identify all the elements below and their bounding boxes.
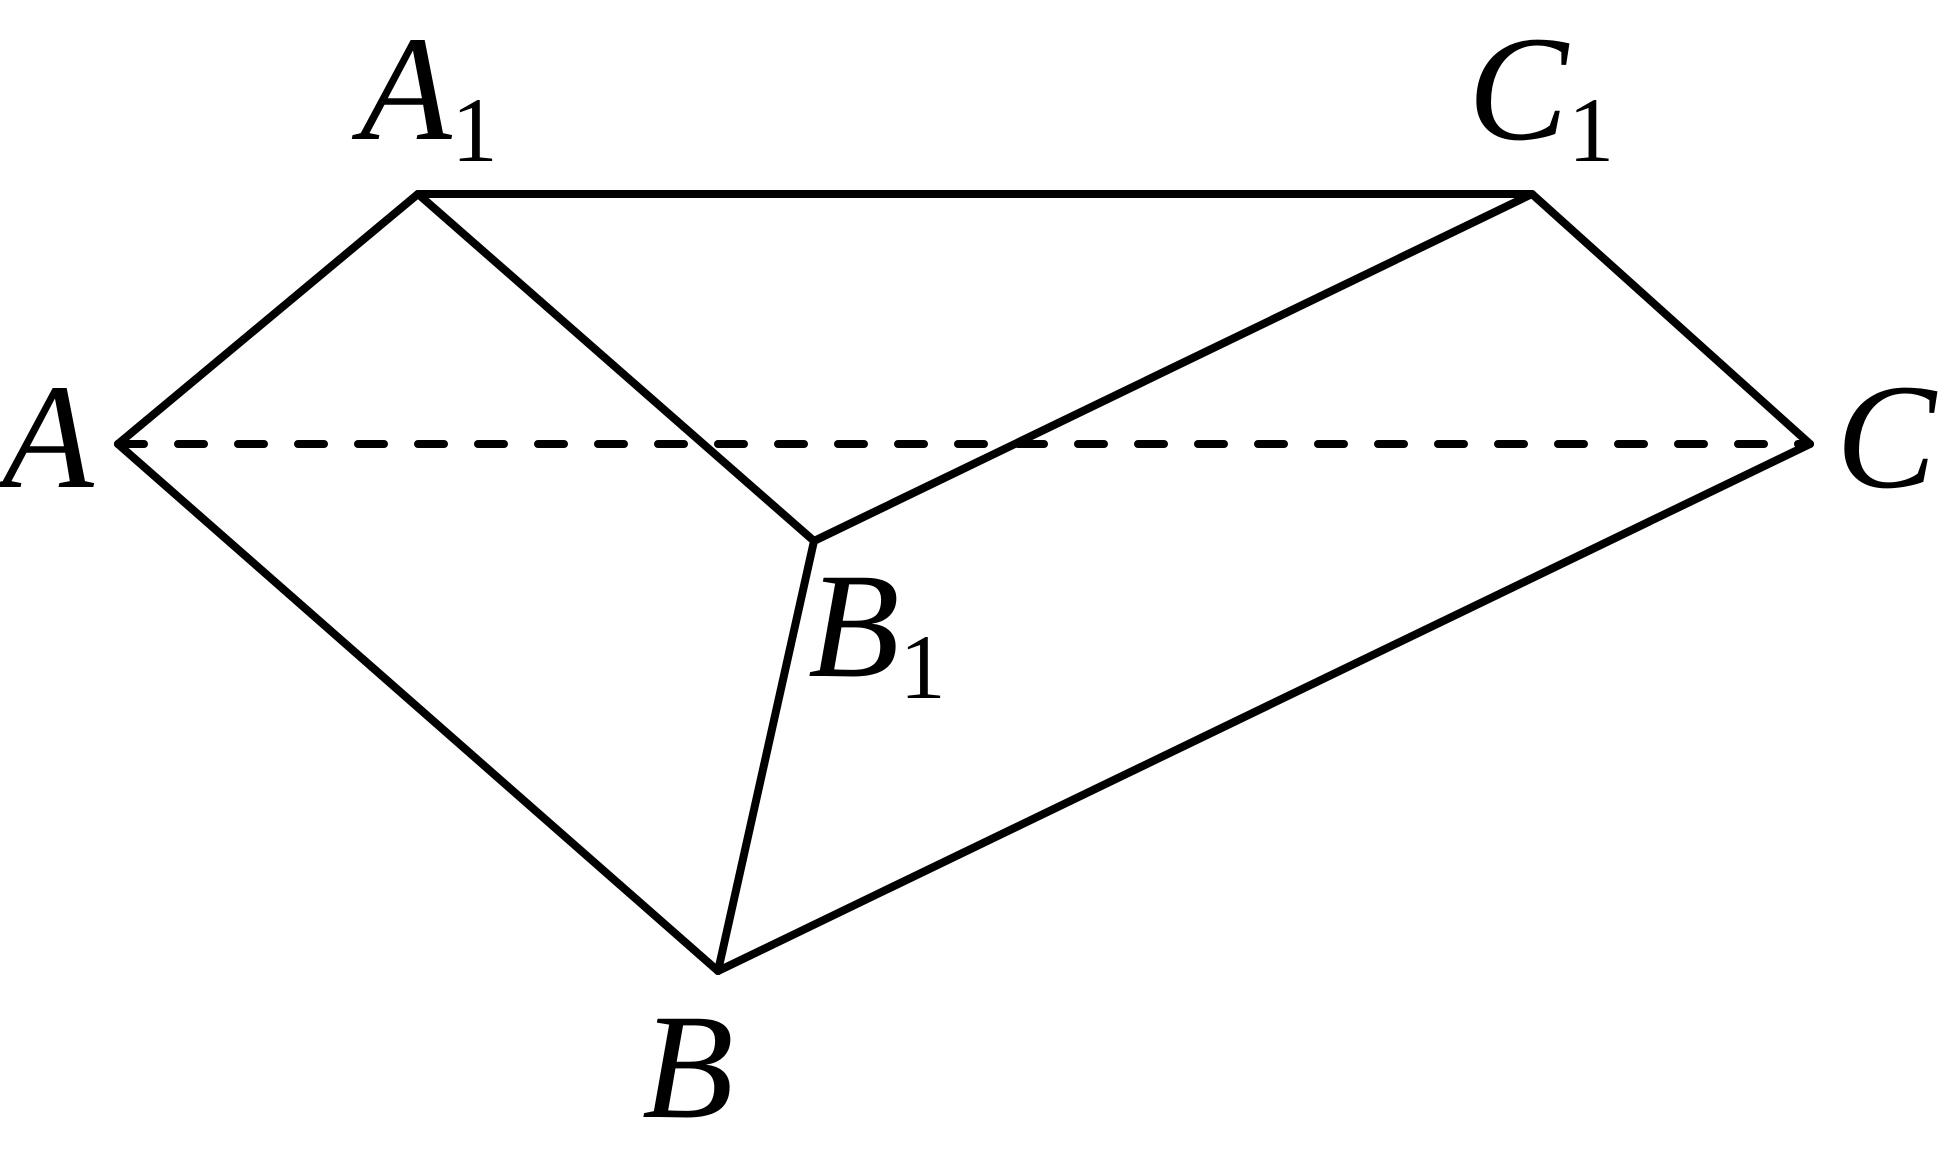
label-B1: B1 (808, 543, 946, 718)
edge-C1-C (1528, 190, 1814, 448)
label-A: A (0, 354, 95, 520)
edge-A-A1 (114, 190, 422, 448)
edge-B1-C1 (810, 190, 1536, 545)
label-A1: A1 (351, 6, 498, 181)
edge-A-B (114, 440, 722, 975)
edge-B-C (714, 440, 1814, 975)
label-C1: C1 (1468, 6, 1614, 181)
edge-B-B1 (714, 537, 818, 975)
edge-A1-B1 (414, 190, 818, 545)
label-C: C (1836, 354, 1938, 520)
label-B: B (642, 984, 734, 1150)
